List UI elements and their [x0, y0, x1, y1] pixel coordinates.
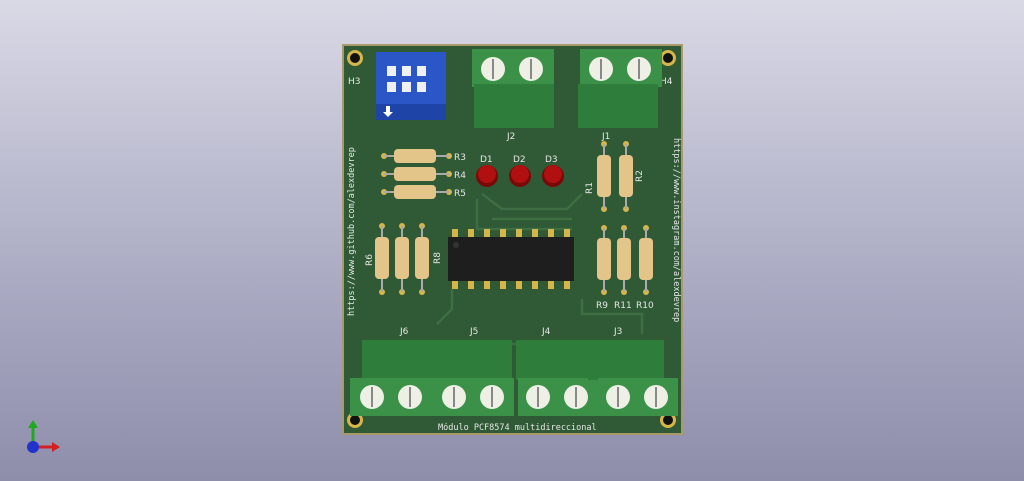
resistor-r3[interactable]	[381, 149, 452, 163]
label-r8: R8	[433, 252, 443, 264]
y-axis-arrowhead	[28, 420, 38, 428]
resistor-r7[interactable]	[395, 223, 409, 295]
mount-hole-h3	[347, 50, 363, 66]
url-instagram: https://www.instagram.com/alexdevrep	[671, 138, 681, 322]
terminal-block-j3[interactable]	[588, 340, 678, 416]
resistor-r4[interactable]	[381, 167, 452, 181]
label-j5: J5	[469, 327, 478, 337]
terminal-block-j1[interactable]	[578, 49, 662, 128]
resistor-r2[interactable]	[619, 141, 633, 212]
label-d3: D3	[545, 155, 558, 165]
led-d3[interactable]	[542, 165, 564, 187]
label-r5: R5	[454, 189, 466, 199]
label-j2: J2	[506, 132, 515, 142]
label-r10: R10	[636, 301, 654, 311]
resistor-r9[interactable]	[597, 225, 611, 295]
board-title: Módulo PCF8574 multidireccional	[438, 422, 597, 433]
led-d1[interactable]	[476, 165, 498, 187]
label-r11: R11	[614, 301, 632, 311]
mount-hole-h4	[660, 50, 676, 66]
led-d2[interactable]	[509, 165, 531, 187]
x-axis-arrowhead	[52, 442, 60, 452]
label-d2: D2	[513, 155, 526, 165]
arrow-down-icon	[383, 106, 393, 117]
resistor-r1[interactable]	[597, 141, 611, 212]
label-j4: J4	[541, 327, 551, 337]
label-r4: R4	[454, 171, 466, 181]
resistor-r5[interactable]	[381, 185, 452, 199]
terminal-block-j5[interactable]	[434, 340, 514, 416]
terminal-block-j6[interactable]	[350, 340, 438, 416]
z-axis-dot	[27, 441, 39, 453]
pcb-board[interactable]: H3 H4 J2 J1 http	[342, 44, 683, 435]
label-h4: H4	[660, 77, 673, 87]
label-r1: R1	[585, 182, 595, 194]
resistor-r11[interactable]	[617, 225, 631, 295]
resistor-r6[interactable]	[375, 223, 389, 295]
label-r9: R9	[596, 301, 608, 311]
label-h3: H3	[348, 77, 361, 87]
label-r2: R2	[635, 170, 645, 182]
dip-switch[interactable]	[376, 52, 446, 120]
terminal-block-j4[interactable]	[516, 340, 598, 416]
url-github: https://www.github.com/alexdevrep	[347, 147, 357, 316]
resistor-r8[interactable]	[415, 223, 429, 295]
label-r3: R3	[454, 153, 466, 163]
resistor-r10[interactable]	[639, 225, 653, 295]
label-r6: R6	[365, 254, 375, 266]
label-j3: J3	[613, 327, 622, 337]
axis-gizmo	[27, 420, 60, 453]
ic-pcf8574[interactable]	[448, 229, 574, 289]
label-d1: D1	[480, 155, 493, 165]
label-j1: J1	[601, 132, 610, 142]
terminal-block-j2[interactable]	[472, 49, 554, 128]
label-j6: J6	[399, 327, 409, 337]
